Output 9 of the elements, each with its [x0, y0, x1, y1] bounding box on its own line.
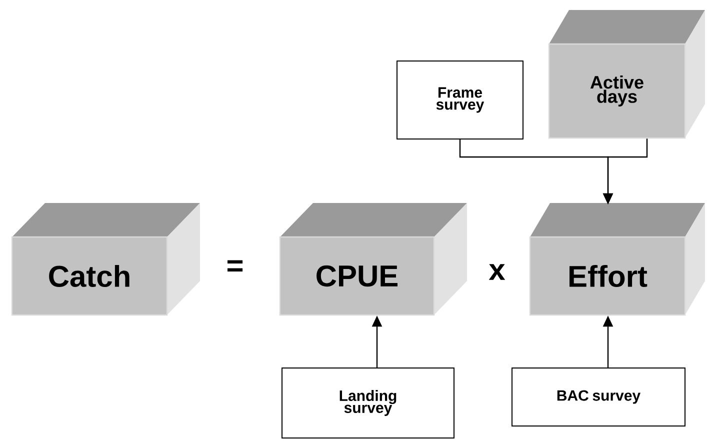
operator-sign: x: [488, 264, 506, 280]
cube-box: Active days: [548, 10, 705, 139]
text-box: Frame survey: [396, 60, 524, 140]
text-box: BAC survey: [512, 368, 686, 426]
cube-box: CPUE: [279, 203, 467, 316]
text-box: Landing survey: [282, 368, 454, 438]
cube-box: Catch: [11, 203, 200, 316]
cube-box: Effort: [529, 203, 705, 316]
operator-sign: =: [227, 260, 243, 272]
